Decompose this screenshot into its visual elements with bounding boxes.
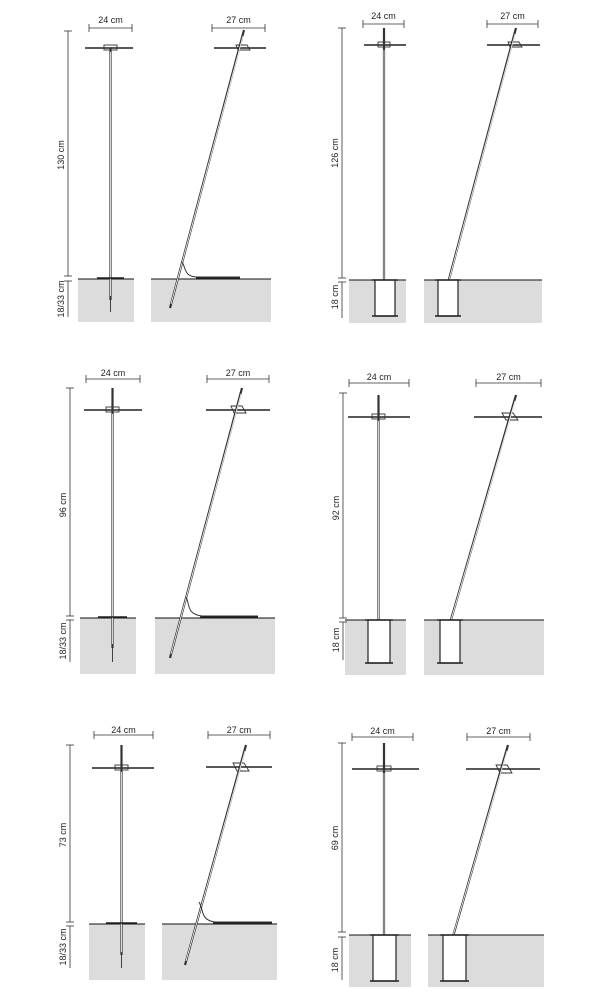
shade-width-label: 24 cm bbox=[370, 726, 395, 736]
cable bbox=[185, 596, 258, 617]
ground-left bbox=[80, 618, 136, 674]
depth-label: 18 cm bbox=[330, 285, 340, 310]
lamp-head-tilted bbox=[501, 412, 519, 421]
panel-6: 24 cm 27 cm 69 cm 18 cm bbox=[330, 726, 544, 987]
ground-right bbox=[151, 279, 271, 322]
shade-width-label: 24 cm bbox=[101, 368, 126, 378]
lamp-head-tilted bbox=[507, 41, 523, 48]
shade-width-tilted-label: 27 cm bbox=[486, 726, 511, 736]
cable bbox=[181, 261, 240, 278]
ground-left bbox=[89, 924, 145, 980]
shade-width-tilted-label: 27 cm bbox=[226, 15, 251, 25]
height-label: 92 cm bbox=[331, 496, 341, 521]
ground-sleeve bbox=[374, 279, 396, 317]
panel-4: 24 cm 27 cm 92 cm 18 cm bbox=[331, 372, 544, 675]
shade-width-tilted-label: 27 cm bbox=[500, 11, 525, 21]
pole-highlight bbox=[170, 393, 242, 655]
ground-right bbox=[155, 618, 275, 674]
height-label: 126 cm bbox=[330, 138, 340, 168]
depth-label: 18 cm bbox=[330, 948, 340, 973]
pole-highlight bbox=[450, 400, 516, 621]
ground-sleeve bbox=[442, 934, 467, 982]
shade-width-tilted-label: 27 cm bbox=[226, 368, 251, 378]
ground-sleeve bbox=[367, 619, 391, 664]
pole-highlight bbox=[448, 33, 516, 281]
pole-highlight bbox=[185, 750, 246, 962]
panel-5: 24 cm 27 cm 73 cm 18/33 cm bbox=[58, 725, 277, 980]
ground-sleeve bbox=[437, 279, 459, 317]
depth-label: 18/33 cm bbox=[56, 280, 66, 317]
shade-width-tilted-label: 27 cm bbox=[496, 372, 521, 382]
ground-right bbox=[162, 924, 277, 980]
panel-3: 24 cm 27 cm 96 cm 18/33 cm bbox=[58, 368, 275, 674]
height-label: 96 cm bbox=[58, 493, 68, 518]
ground-left bbox=[78, 279, 134, 322]
depth-label: 18/33 cm bbox=[58, 622, 68, 659]
cable bbox=[198, 901, 272, 923]
ground-sleeve bbox=[372, 934, 397, 982]
depth-label: 18/33 cm bbox=[58, 928, 68, 965]
height-label: 130 cm bbox=[56, 140, 66, 170]
height-label: 73 cm bbox=[58, 823, 68, 848]
shade-width-label: 24 cm bbox=[98, 15, 123, 25]
shade-width-tilted-label: 27 cm bbox=[227, 725, 252, 735]
height-label: 69 cm bbox=[330, 826, 340, 851]
lamp-head-tilted bbox=[235, 44, 251, 51]
depth-label: 18 cm bbox=[331, 628, 341, 653]
panel-1: 24 cm 27 cm 130 cm 18/33 cm bbox=[56, 15, 271, 322]
panel-2: 24 cm 27 cm 126 cm 18 cm bbox=[330, 11, 542, 323]
shade-width-label: 24 cm bbox=[111, 725, 136, 735]
pole-highlight bbox=[170, 35, 244, 305]
pole-highlight bbox=[452, 750, 508, 937]
shade-width-label: 24 cm bbox=[371, 11, 396, 21]
ground-sleeve bbox=[439, 619, 461, 664]
shade-width-label: 24 cm bbox=[367, 372, 392, 382]
